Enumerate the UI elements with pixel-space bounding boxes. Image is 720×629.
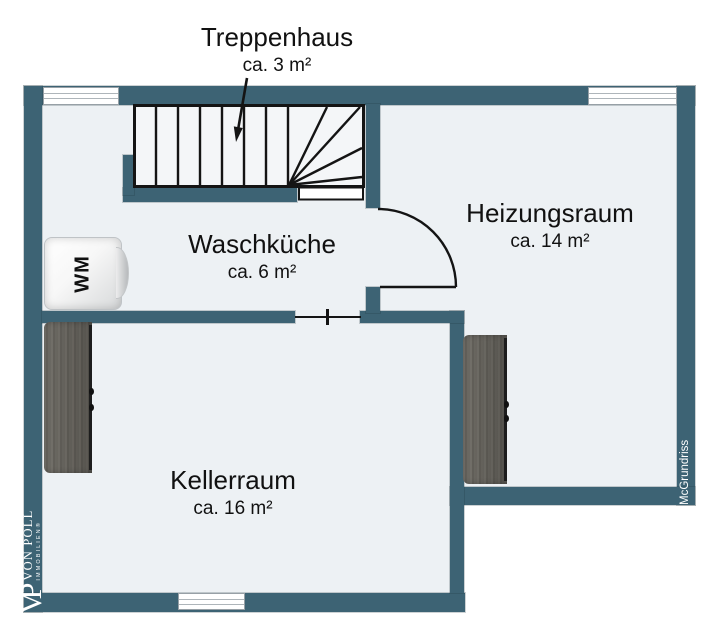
window-top-left-icon [43, 87, 119, 105]
room-area: ca. 14 m² [510, 230, 590, 252]
room-name: Heizungsraum [466, 198, 634, 228]
window-bottom-icon [178, 593, 245, 610]
cabinet-edge [89, 325, 92, 470]
cabinet-knob-icon [89, 388, 94, 396]
room-area: ca. 6 m² [227, 261, 297, 283]
floor-upper [42, 104, 677, 487]
vonpoll-logo: VP VON POLL IMMOBILIEN® [15, 496, 48, 614]
washing-machine-icon: WM [44, 237, 129, 310]
wall-waschkueche-south-left [42, 311, 295, 323]
room-label-treppenhaus: Treppenhaus ca. 3 m² [201, 23, 353, 76]
wall-right [677, 86, 695, 505]
agency-name: VON POLL [21, 509, 35, 581]
room-area: ca. 16 m² [193, 497, 273, 519]
room-area: ca. 3 m² [242, 54, 312, 76]
room-label-kellerraum: Kellerraum ca. 16 m² [170, 466, 296, 519]
window-top-right-icon [588, 87, 677, 105]
room-label-heizungsraum: Heizungsraum ca. 14 m² [466, 199, 634, 252]
washing-machine-label: WM [71, 254, 94, 293]
room-name: Treppenhaus [200, 22, 354, 52]
mcgrundriss-credit: McGrundriss [678, 420, 695, 505]
wall-door-stub [366, 287, 380, 313]
wall-left [24, 86, 42, 612]
wall-stair-bottom [123, 188, 297, 202]
cabinet-knob-icon [504, 415, 509, 423]
room-name: Kellerraum [170, 465, 296, 495]
wall-stair-left-stub [123, 155, 134, 195]
cabinet-heizungsraum-icon [463, 335, 509, 484]
wall-kellerraum-east [450, 311, 464, 593]
cabinet-kellerraum-icon [44, 322, 94, 473]
agency-subtitle: IMMOBILIEN® [35, 521, 42, 581]
room-name: Waschküche [188, 229, 336, 259]
wall-waschkueche-south-right [360, 311, 464, 323]
cabinet-edge [504, 337, 507, 481]
cabinet-knob-icon [89, 403, 94, 411]
wall-top [24, 86, 695, 105]
vp-monogram-icon: VP [15, 589, 48, 614]
credit-text: McGrundriss [679, 439, 691, 505]
wall-heizungsraum-bottom [450, 487, 695, 505]
room-label-waschkueche: Waschküche ca. 6 m² [188, 230, 336, 283]
wall-stair-side [366, 104, 380, 208]
floor-kellerraum [42, 487, 450, 593]
cabinet-knob-icon [504, 400, 509, 408]
